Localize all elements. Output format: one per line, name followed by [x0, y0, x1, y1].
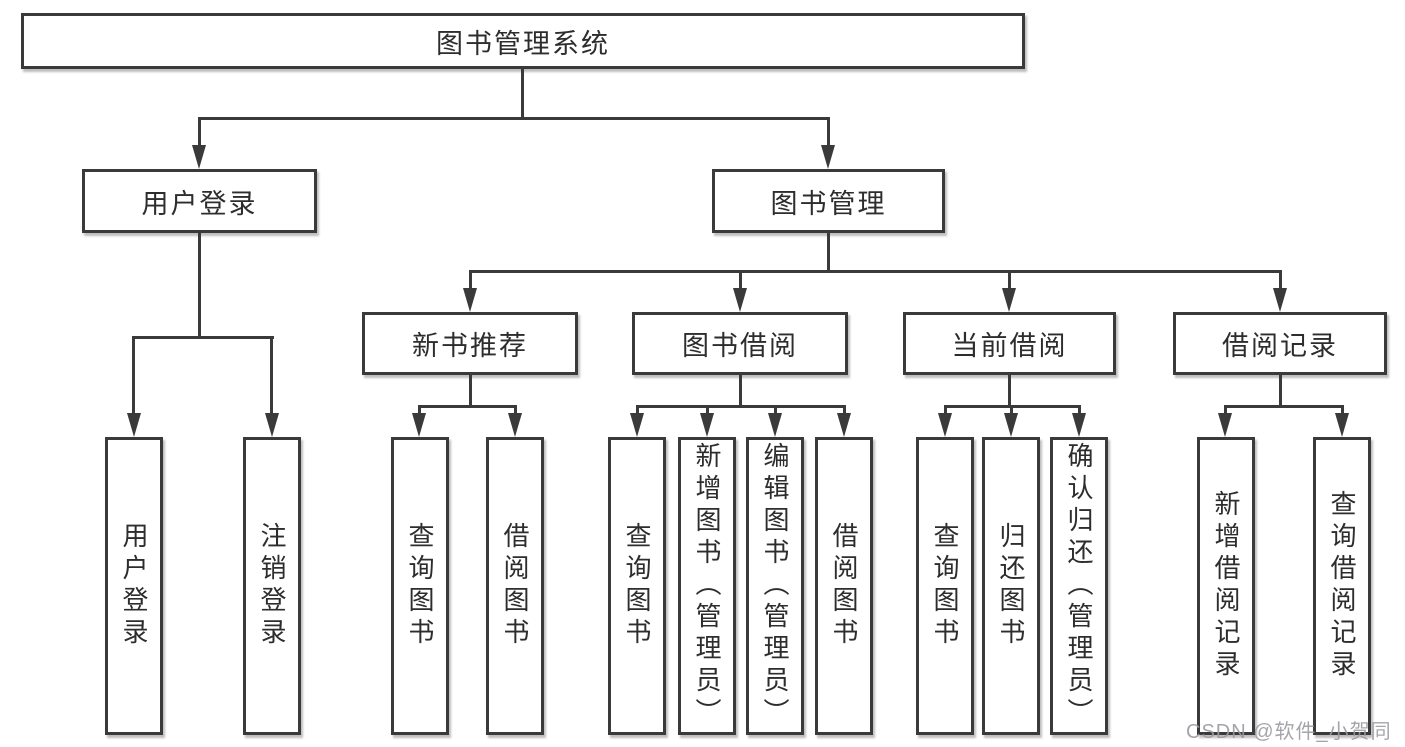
connector-line [739, 270, 742, 292]
leaf-cb-return-books: 归还图书 [982, 437, 1040, 735]
leaf-cb-confirm-return-admin: 确认归还（管理员） [1050, 437, 1108, 735]
connector-line [827, 117, 830, 149]
connector-line [636, 405, 846, 408]
csdn-watermark: CSDN @软件_小贺同学 [1186, 721, 1392, 743]
node-book-management: 图书管理 [712, 169, 945, 233]
node-book-borrowing-label: 图书借阅 [682, 331, 798, 361]
node-new-book-recommendation: 新书推荐 [362, 312, 578, 375]
connector-line [774, 405, 777, 417]
arrow-down-icon [938, 413, 952, 437]
leaf-cb-query-books-label: 查询图书 [930, 522, 960, 650]
leaf-bb-add-books-admin-label: 新增图书（管理员） [692, 442, 722, 730]
leaf-bb-query-books: 查询图书 [608, 437, 666, 735]
connector-line [1341, 405, 1344, 417]
leaf-nbr-borrow-books: 借阅图书 [486, 437, 544, 735]
node-user-login: 用户登录 [82, 169, 317, 233]
leaf-logout-login: 注销登录 [243, 437, 301, 735]
connector-line [469, 270, 472, 292]
node-user-login-label: 用户登录 [141, 188, 258, 219]
connector-line [1010, 405, 1013, 417]
leaf-br-query-borrow-record-label: 查询借阅记录 [1327, 490, 1357, 682]
node-book-management-label: 图书管理 [770, 188, 887, 219]
connector-line [198, 233, 201, 338]
leaf-bb-edit-books-admin-label: 编辑图书（管理员） [760, 442, 790, 730]
node-current-borrowing-label: 当前借阅 [951, 331, 1068, 361]
leaf-user-login-label: 用户登录 [119, 522, 149, 650]
connector-line [198, 117, 830, 120]
arrow-down-icon [733, 288, 747, 312]
leaf-bb-borrow-books-label: 借阅图书 [829, 522, 859, 650]
connector-line [514, 405, 517, 417]
connector-line [1279, 270, 1282, 292]
leaf-bb-add-books-admin: 新增图书（管理员） [678, 437, 736, 735]
connector-line [739, 374, 742, 407]
leaf-bb-query-books-label: 查询图书 [622, 522, 652, 650]
node-root: 图书管理系统 [21, 13, 1025, 69]
connector-line [706, 405, 709, 417]
connector-line [1008, 374, 1011, 407]
connector-line [944, 405, 947, 417]
leaf-nbr-borrow-books-label: 借阅图书 [500, 522, 530, 650]
arrow-down-icon [768, 413, 782, 437]
arrow-down-icon [630, 413, 644, 437]
arrow-down-icon [1002, 288, 1016, 312]
leaf-br-query-borrow-record: 查询借阅记录 [1313, 437, 1371, 735]
leaf-br-add-borrow-record: 新增借阅记录 [1197, 437, 1255, 735]
leaf-nbr-query-books: 查询图书 [391, 437, 449, 735]
connector-line [133, 336, 274, 339]
leaf-cb-query-books: 查询图书 [916, 437, 974, 735]
arrow-down-icon [463, 288, 477, 312]
connector-line [469, 270, 1282, 273]
connector-line [521, 69, 524, 119]
arrow-down-icon [192, 145, 206, 169]
node-root-label: 图书管理系统 [436, 28, 610, 59]
leaf-bb-edit-books-admin: 编辑图书（管理员） [746, 437, 804, 735]
connector-line [132, 336, 135, 416]
leaf-nbr-query-books-label: 查询图书 [405, 522, 435, 650]
leaf-bb-borrow-books: 借阅图书 [815, 437, 873, 735]
connector-line [469, 374, 472, 407]
arrow-down-icon [837, 413, 851, 437]
connector-line [1008, 270, 1011, 292]
arrow-down-icon [821, 145, 835, 169]
leaf-user-login: 用户登录 [105, 437, 163, 735]
arrow-down-icon [1273, 288, 1287, 312]
connector-line [1224, 405, 1227, 417]
node-book-borrowing: 图书借阅 [632, 312, 848, 375]
arrow-down-icon [265, 413, 279, 437]
arrow-down-icon [412, 413, 426, 437]
arrow-down-icon [1335, 413, 1349, 437]
arrow-down-icon [1004, 413, 1018, 437]
connector-line [636, 405, 639, 417]
connector-line [418, 405, 421, 417]
connector-line [827, 233, 830, 273]
connector-line [198, 117, 201, 149]
connector-line [1224, 405, 1344, 408]
connector-line [270, 336, 273, 416]
arrow-down-icon [127, 413, 141, 437]
node-borrowing-records: 借阅记录 [1173, 312, 1387, 375]
leaf-br-add-borrow-record-label: 新增借阅记录 [1211, 490, 1241, 682]
node-borrowing-records-label: 借阅记录 [1222, 331, 1338, 361]
node-new-book-recommendation-label: 新书推荐 [412, 331, 528, 361]
leaf-logout-login-label: 注销登录 [257, 522, 287, 650]
arrow-down-icon [1218, 413, 1232, 437]
leaf-cb-confirm-return-admin-label: 确认归还（管理员） [1064, 442, 1094, 730]
connector-line [1078, 405, 1081, 417]
arrow-down-icon [700, 413, 714, 437]
arrow-down-icon [508, 413, 522, 437]
arrow-down-icon [1072, 413, 1086, 437]
node-current-borrowing: 当前借阅 [903, 312, 1116, 375]
connector-line [843, 405, 846, 417]
connector-line [418, 405, 517, 408]
connector-line [1279, 374, 1282, 407]
leaf-cb-return-books-label: 归还图书 [996, 522, 1026, 650]
